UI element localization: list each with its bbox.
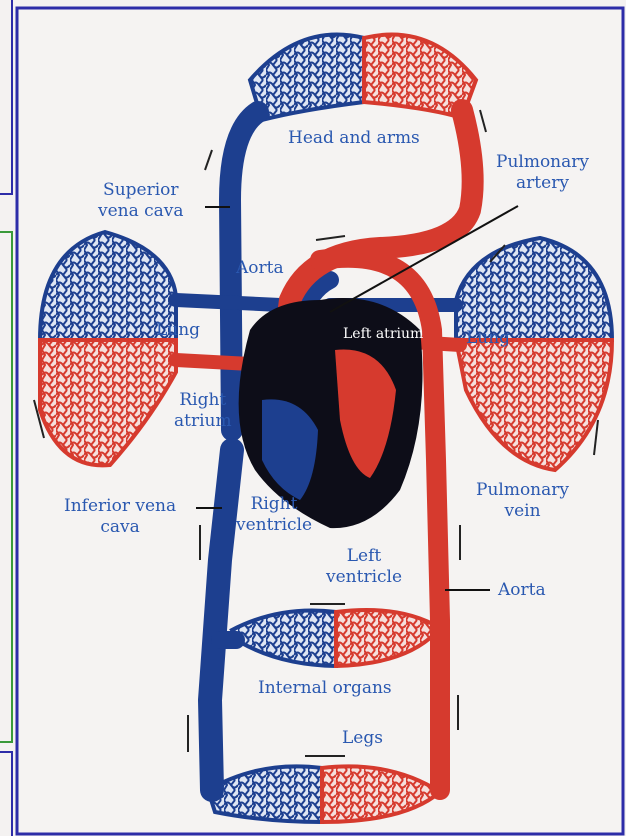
inferior-vc-label-line1: Inferior vena [64,496,176,517]
pulmonary-vein-label: Pulmonary vein [476,480,569,522]
superior-vena-cava-label: Superior vena cava [98,180,184,222]
right-atrium-label: Right atrium [174,390,232,432]
left-ventricle-label: Left ventricle [326,546,402,588]
right-ventricle-label-line2: ventricle [236,515,312,536]
right-ventricle-label-line1: Right [236,494,312,515]
aorta-bottom-label: Aorta [498,580,546,601]
legs-label: Legs [342,728,383,749]
right-atrium-label-line2: atrium [174,411,232,432]
inferior-vena-cava-label: Inferior vena cava [64,496,176,538]
superior-vc-label-line2: vena cava [98,201,184,222]
right-atrium-label-line1: Right [174,390,232,411]
pulmonary-vein-label-line1: Pulmonary [476,480,569,501]
left-edge-box-top [0,0,12,194]
inferior-vc-label-line2: cava [64,517,176,538]
left-edge-box-bottom [0,752,12,836]
left-ventricle-label-line1: Left [326,546,402,567]
pulmonary-vein-label-line2: vein [476,501,569,522]
right-lung-label: Lung [466,328,510,349]
superior-vc-label-line1: Superior [98,180,184,201]
left-atrium-label: Left atrium [343,324,423,345]
right-ventricle-label: Right ventricle [236,494,312,536]
pulmonary-artery-label: Pulmonary artery [496,152,589,194]
left-ventricle-label-line2: ventricle [326,567,402,588]
internal-organs-label: Internal organs [258,678,392,699]
left-lung-label: Lung [156,320,200,341]
left-edge-box-mid [0,232,12,742]
head-and-arms-label: Head and arms [288,128,420,149]
aorta-top-label: Aorta [236,258,284,279]
pulmonary-artery-label-line2: artery [496,173,589,194]
pulmonary-artery-label-line1: Pulmonary [496,152,589,173]
